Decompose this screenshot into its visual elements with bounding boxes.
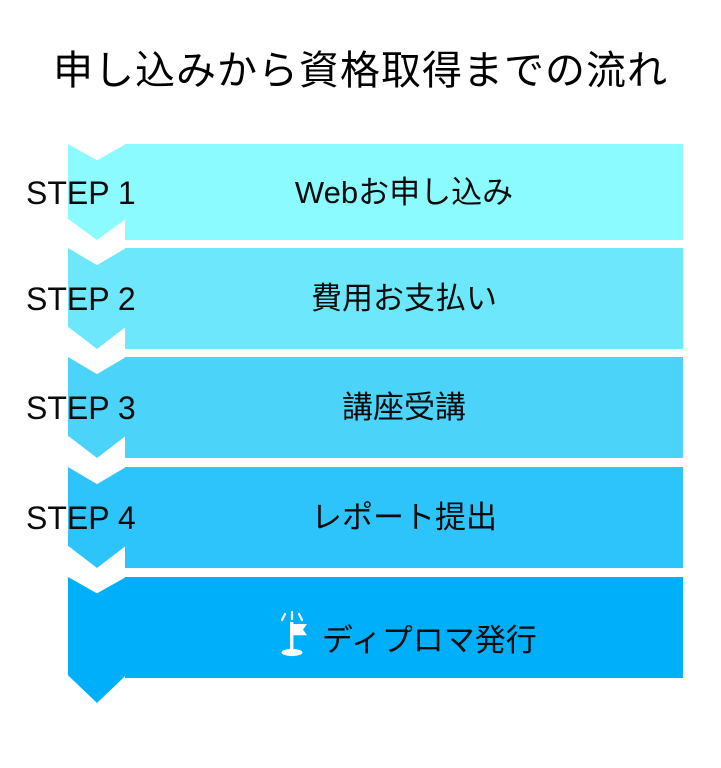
step-label-2: STEP 2 — [26, 281, 136, 317]
flow-step-3: STEP 3 講座受講 — [0, 357, 721, 458]
step-text-1: Webお申し込み — [294, 175, 514, 210]
step-bar-5 — [125, 577, 683, 678]
step-text-4: レポート提出 — [311, 500, 497, 535]
step-bar-2 — [125, 248, 683, 349]
step-chevron-5 — [68, 577, 126, 703]
step-text-5: ディプロマ発行 — [125, 610, 683, 664]
step-bar-1 — [125, 144, 683, 240]
flow-step-4: STEP 4 レポート提出 — [0, 467, 721, 568]
page-title: 申し込みから資格取得までの流れ — [53, 48, 668, 93]
step-text-5-label: ディプロマ発行 — [321, 623, 537, 658]
step-label-1: STEP 1 — [26, 175, 136, 211]
flow-step-2: STEP 2 費用お支払い — [0, 248, 721, 349]
step-bar-4 — [125, 467, 683, 568]
step-bar-3 — [125, 357, 683, 458]
step-text-2: 費用お支払い — [311, 281, 497, 316]
flow-step-5: ディプロマ発行 — [0, 577, 721, 703]
step-label-3: STEP 3 — [26, 390, 136, 426]
step-text-3: 講座受講 — [342, 390, 466, 425]
step-label-4: STEP 4 — [26, 500, 136, 536]
goal-flag-icon — [271, 610, 311, 664]
flow-step-1: STEP 1 Webお申し込み — [0, 144, 721, 240]
